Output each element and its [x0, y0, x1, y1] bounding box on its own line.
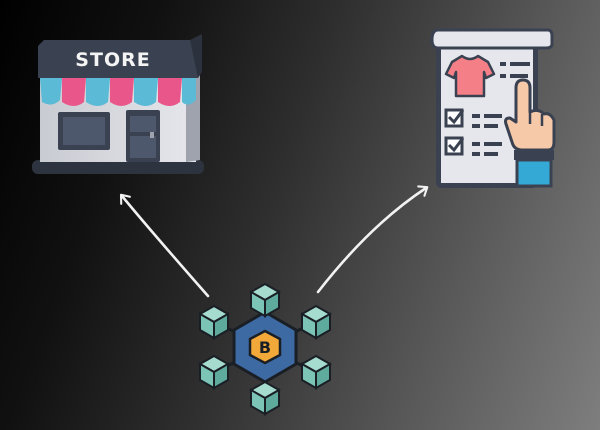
checkbox-icon [444, 136, 464, 156]
cube-icon [197, 304, 231, 340]
arrow-to-checklist [316, 185, 429, 294]
store-base [32, 160, 204, 174]
cube-icon [248, 380, 282, 416]
cube-icon [299, 304, 333, 340]
store-sign-label: STORE [75, 49, 150, 71]
coin-symbol: B [259, 338, 271, 357]
cube-icon [299, 354, 333, 390]
checkmark-icon [447, 109, 465, 125]
store-roof [38, 40, 198, 78]
bitcoin-coin-icon [248, 329, 282, 365]
cube-icon [197, 354, 231, 390]
checkbox-icon [444, 108, 464, 128]
pointing-hand-icon [504, 78, 556, 188]
shopping-checklist-icon [430, 28, 556, 188]
checkmark-icon [447, 137, 465, 153]
blockchain-bitcoin-icon: B [197, 282, 333, 416]
store-awning [40, 78, 196, 106]
cube-icon [248, 282, 282, 318]
arrow-to-store [119, 193, 210, 298]
storefront-icon: STORE [32, 34, 204, 174]
checklist-curl [430, 28, 554, 50]
shirt-icon [444, 54, 496, 98]
